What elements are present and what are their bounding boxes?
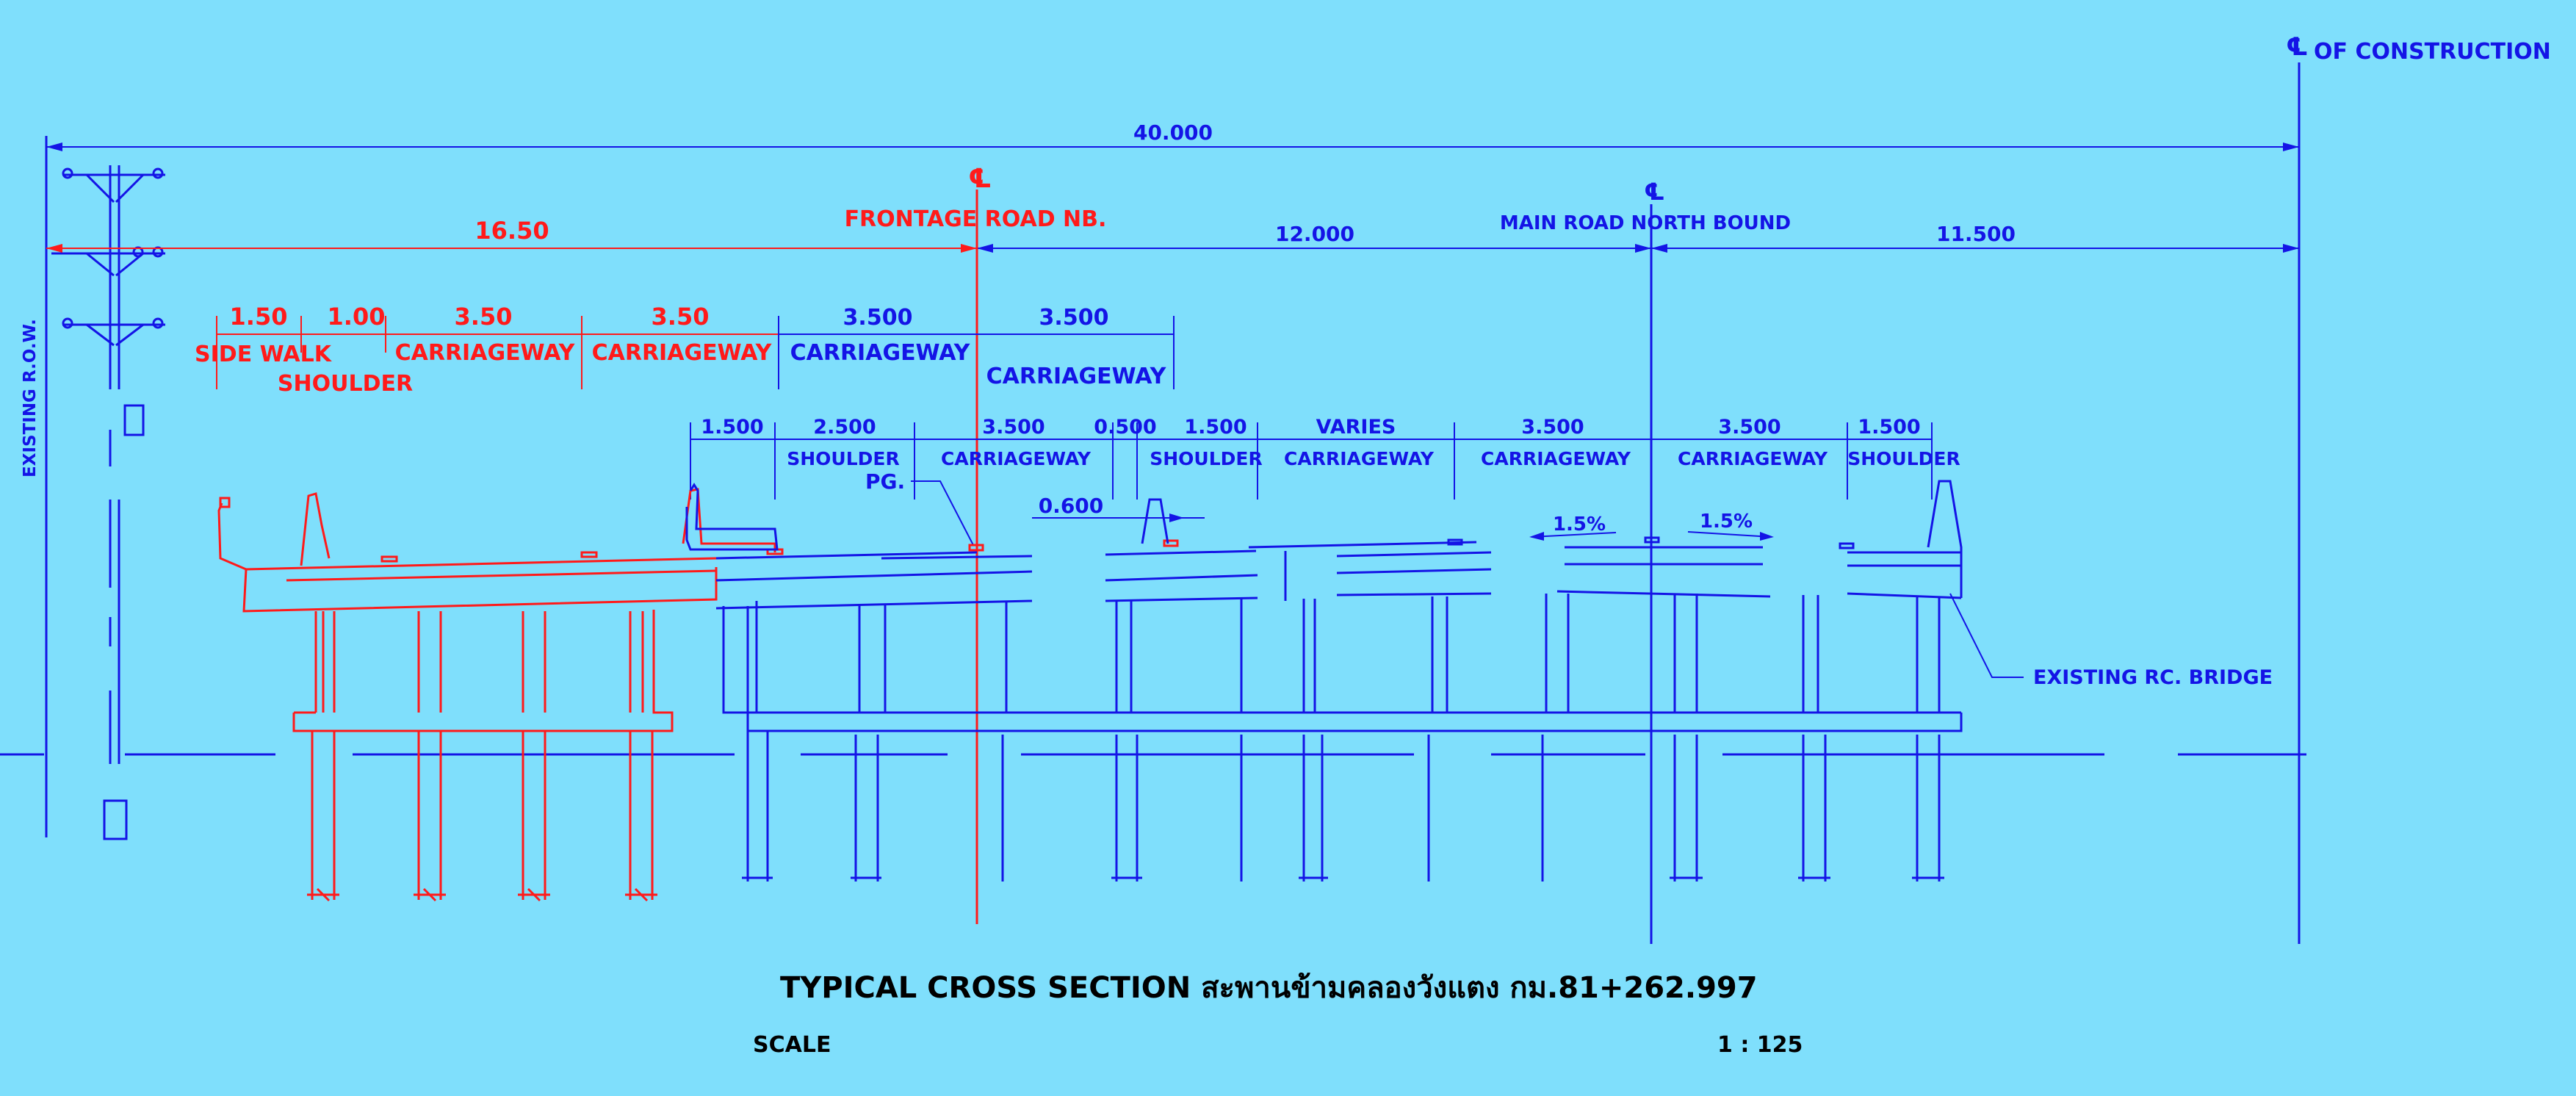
existing-dim-8: 3.500	[1718, 416, 1781, 439]
existing-dim-6: VARIES	[1316, 416, 1396, 439]
frontage-cl-label: FRONTAGE ROAD NB.	[845, 206, 1107, 232]
construction-cl-symbol: ℄	[2286, 32, 2308, 62]
construction-cl-label: OF CONSTRUCTION	[2314, 39, 2551, 65]
proposed-dim-sidewalk: 1.50	[230, 303, 288, 331]
proposed-label-shoulder: SHOULDER	[278, 371, 413, 397]
existing-label-5: CARRIAGEWAY	[1481, 448, 1631, 469]
scale-label: SCALE	[753, 1032, 831, 1058]
existing-dim-lines	[690, 422, 1933, 500]
proposed-dim-carriageway-2: 3.50	[652, 303, 710, 331]
scale-value: 1 : 125	[1717, 1032, 1803, 1058]
existing-dim-4: 0.500	[1094, 416, 1156, 439]
proposed-dim-shoulder: 1.00	[328, 303, 386, 331]
proposed-bridge-deck	[217, 488, 1179, 613]
utility-pole-icon	[51, 165, 165, 840]
dim-frontage-half: 16.50	[475, 217, 549, 245]
row-label: EXISTING R.O.W.	[21, 319, 40, 477]
slope-left: 1.5%	[1553, 513, 1606, 536]
dim-main-right: 11.500	[1936, 222, 2016, 246]
existing-bridge-piers	[722, 594, 1963, 882]
slope-right: 1.5%	[1700, 511, 1753, 533]
proposed-dim-carriageway-3: 3.500	[843, 305, 913, 331]
existing-dim-7: 3.500	[1521, 416, 1584, 439]
existing-label-6: CARRIAGEWAY	[1678, 448, 1828, 469]
existing-bridge-label: EXISTING RC. BRIDGE	[2033, 666, 2273, 689]
proposed-dim-carriageway-4: 3.500	[1039, 305, 1109, 331]
existing-bridge-deck	[685, 480, 1963, 610]
existing-dim-1: 1.500	[701, 416, 763, 439]
proposed-dim-carriageway-1: 3.50	[455, 303, 513, 331]
existing-dim-3: 3.500	[982, 416, 1045, 439]
proposed-label-carriageway-4: CARRIAGEWAY	[986, 364, 1167, 389]
existing-dim-9: 1.500	[1858, 416, 1920, 439]
proposed-bridge-piers	[292, 610, 674, 902]
median-width: 0.600	[1039, 494, 1104, 518]
drawing-title: TYPICAL CROSS SECTION สะพานข้ามคลองวังแต…	[780, 971, 1758, 1005]
existing-label-1: SHOULDER	[787, 448, 900, 469]
existing-label-2: CARRIAGEWAY	[941, 448, 1092, 469]
existing-dim-2: 2.500	[813, 416, 876, 439]
pg-label: PG.	[865, 469, 905, 494]
main-cl-label: MAIN ROAD NORTH BOUND	[1500, 212, 1791, 234]
proposed-label-carriageway-1: CARRIAGEWAY	[395, 340, 576, 366]
existing-label-7: SHOULDER	[1847, 448, 1960, 469]
existing-label-4: CARRIAGEWAY	[1284, 448, 1435, 469]
proposed-label-carriageway-2: CARRIAGEWAY	[592, 340, 773, 366]
proposed-label-sidewalk: SIDE WALK	[195, 342, 333, 367]
main-cl-symbol: ℄	[1644, 178, 1665, 206]
dim-main-left: 12.000	[1275, 222, 1354, 246]
frontage-cl-symbol: ℄	[968, 164, 992, 194]
proposed-label-carriageway-3: CARRIAGEWAY	[790, 340, 971, 366]
proposed-dim-lines	[216, 316, 1175, 389]
dim-total: 40.000	[1133, 120, 1213, 145]
existing-dim-5: 1.500	[1184, 416, 1246, 439]
existing-label-3: SHOULDER	[1150, 448, 1263, 469]
